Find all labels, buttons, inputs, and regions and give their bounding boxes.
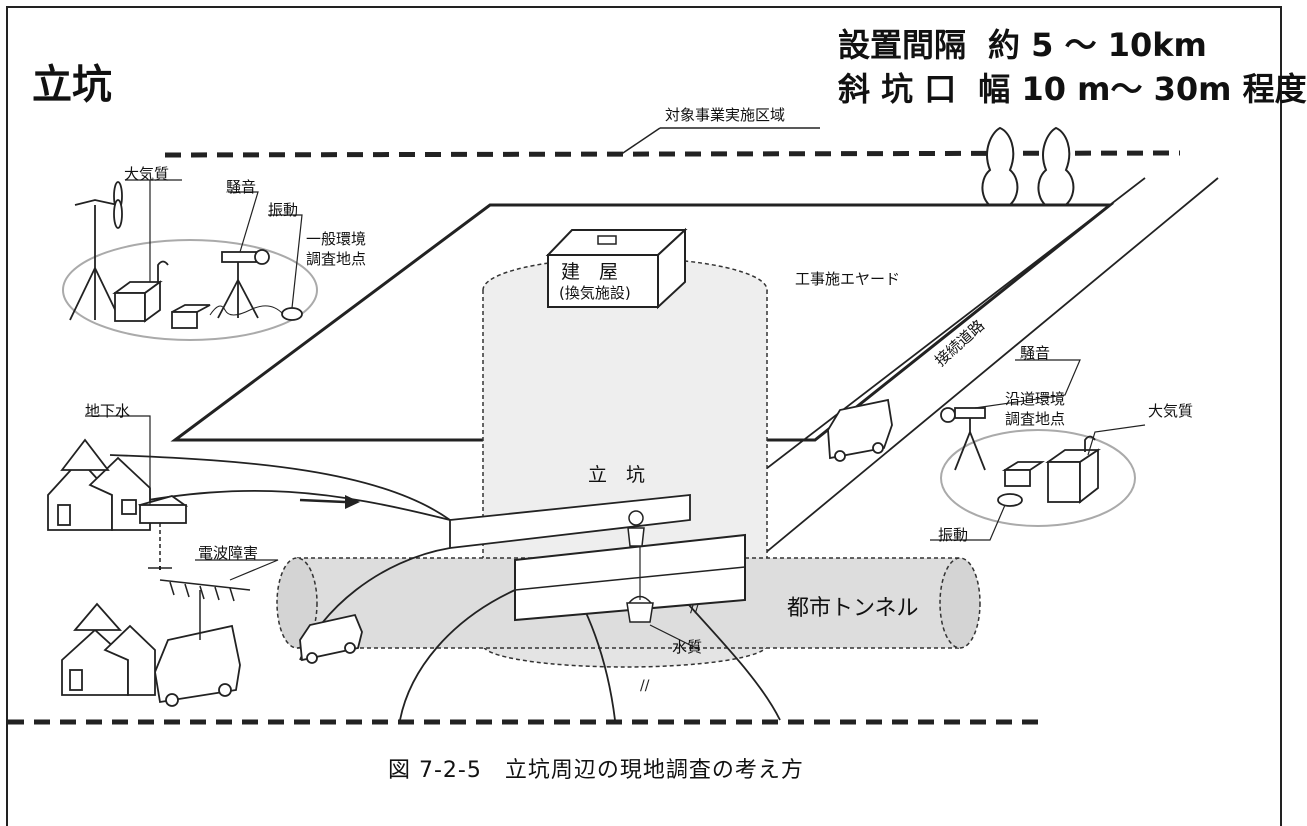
road-curve-left-2: [399, 589, 516, 721]
groundwater-well: [137, 495, 189, 524]
noise-meter-icon: [217, 249, 270, 319]
opening-label: 斜 坑 口: [838, 70, 957, 108]
opening-spec: 斜 坑 口幅 10 m～ 30m 程度: [838, 64, 1307, 110]
roadside-point-label-1: 沿道環境: [1005, 390, 1066, 408]
small-box-icon: [171, 304, 211, 329]
water-quality-label: 水質: [672, 638, 703, 656]
interval-label: 設置間隔: [838, 26, 967, 64]
project-area-label: 対象事業実施区域: [665, 106, 786, 124]
car-icon-curve: [299, 613, 363, 664]
shaft-label: 立 坑: [588, 464, 646, 486]
water-bucket-icon: [626, 595, 654, 623]
building-sublabel: (換気施設): [559, 284, 631, 302]
figure-caption: 図 7-2-5 立坑周辺の現地調査の考え方: [388, 758, 804, 783]
ventilation-building: [545, 227, 688, 310]
general-env-point-label-1: 一般環境: [306, 230, 367, 248]
general-env-point-label-2: 調査地点: [306, 250, 367, 268]
radio-interference-label: 電波障害: [198, 544, 259, 562]
opening-value: 幅 10 m～ 30m 程度: [978, 70, 1307, 108]
road-lane-2: [679, 594, 781, 721]
house-icon: [47, 438, 151, 531]
figure-title: 立坑: [32, 62, 112, 108]
van-icon-road: [827, 398, 893, 462]
construction-yard-label: 工事施エヤード: [795, 270, 901, 288]
vibration-sensor-left: [281, 307, 303, 321]
noise-label-left: 騒音: [226, 178, 257, 196]
road-left-upper: [109, 454, 451, 521]
noise-meter-icon: [940, 407, 986, 471]
interval-spec: 設置間隔約 5 ～ 10km: [838, 20, 1207, 66]
vibration-label-left: 振動: [268, 201, 299, 219]
overpass-beam: [514, 533, 746, 622]
vibration-label-right: 振動: [938, 526, 969, 544]
svg-text://: //: [640, 678, 650, 694]
noise-label-right: 騒音: [1020, 344, 1051, 362]
vibration-sensor-right: [997, 493, 1023, 507]
small-box-icon: [1001, 461, 1045, 487]
figure-frame: [6, 6, 1282, 826]
project-area-leader: [619, 127, 661, 156]
connecting-road-edge-2: [734, 177, 1219, 579]
bridge-deck: [449, 494, 691, 550]
groundwater-label: 地下水: [85, 402, 131, 420]
roadside-point-label-2: 調査地点: [1005, 410, 1066, 428]
antenna-icon: [159, 579, 251, 640]
worker-icon: [627, 510, 645, 547]
project-area-boundary-top: [164, 150, 1181, 158]
air-sampler-icon: [1045, 435, 1101, 504]
air-quality-label-right: 大気質: [1148, 402, 1194, 420]
svg-text://: //: [690, 600, 700, 616]
building-label: 建 屋: [561, 261, 619, 283]
house-icon: [61, 602, 156, 696]
urban-tunnel-label: 都市トンネル: [787, 596, 919, 621]
air-quality-label-left: 大気質: [124, 165, 170, 183]
wind-vane-icon: [69, 181, 123, 321]
air-sampler-icon: [112, 260, 169, 323]
roadside-survey-area: [940, 429, 1136, 527]
interval-value: 約 5 ～ 10km: [988, 26, 1207, 64]
van-icon-left: [154, 624, 241, 707]
